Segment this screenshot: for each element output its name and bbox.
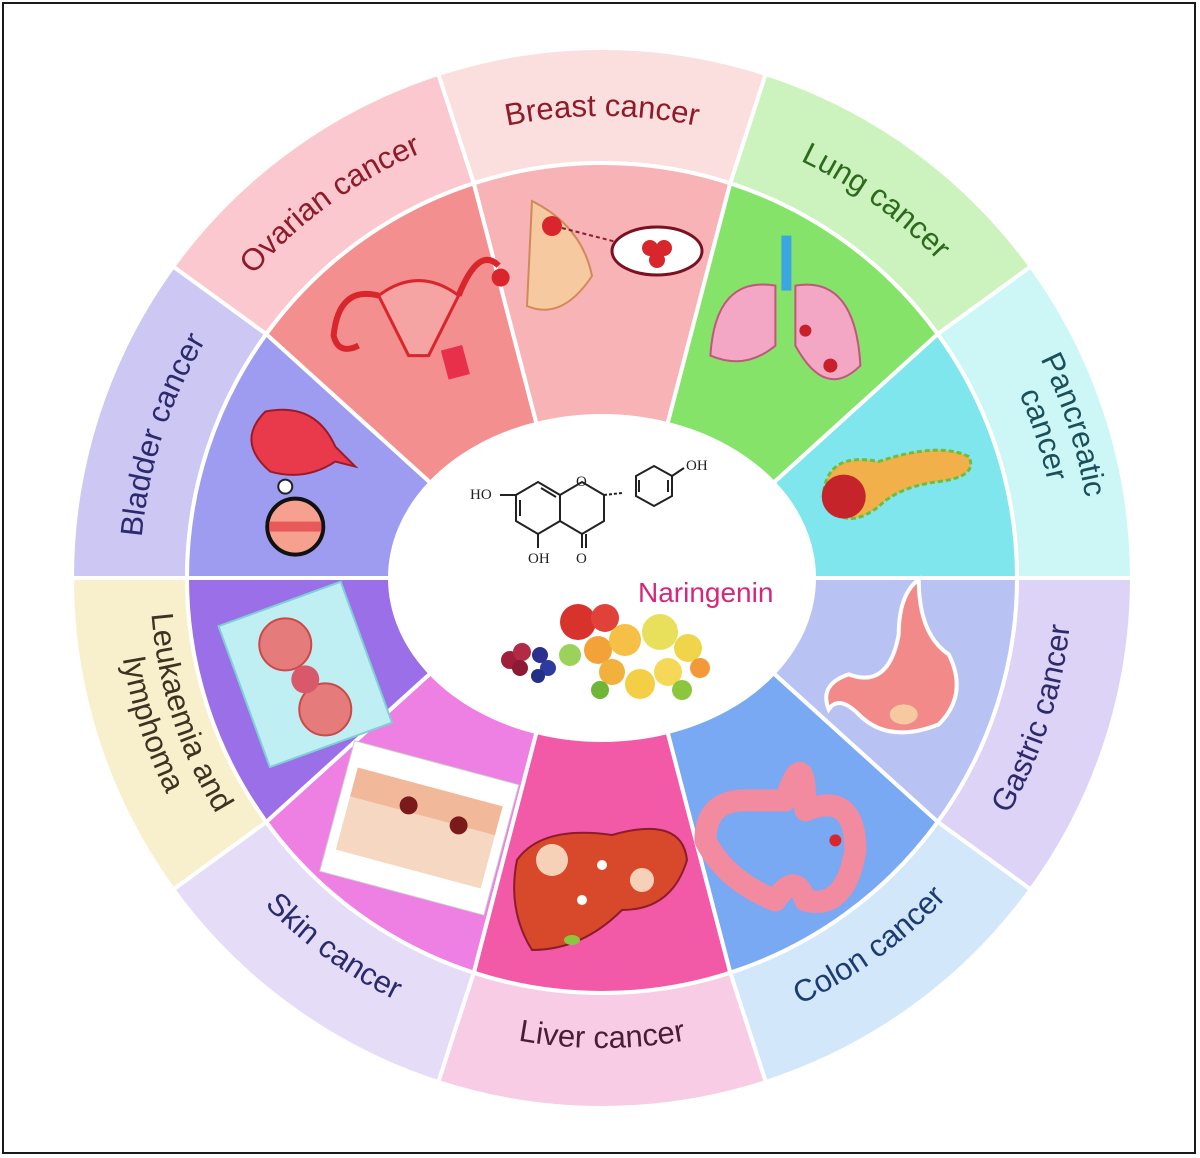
pancreas-icon <box>821 448 973 521</box>
fruits-and-vegetables-icon <box>501 604 710 700</box>
colon-icon <box>694 761 867 913</box>
b-ring <box>635 464 673 508</box>
lungs-icon <box>709 235 862 381</box>
naringenin-structure <box>500 464 685 548</box>
atom-ho-left: HO <box>470 487 492 503</box>
breast-tumor-icon <box>525 199 704 311</box>
skin-layers-icon <box>319 740 520 916</box>
atom-oh-right: OH <box>686 458 708 474</box>
atom-carbonyl-o: O <box>576 551 587 567</box>
blood-cells-icon <box>217 580 394 769</box>
atom-ring-o: O <box>576 474 587 490</box>
compound-name: Naringenin <box>638 577 773 608</box>
stomach-icon <box>824 575 959 735</box>
segment-icons <box>217 199 973 952</box>
atom-oh-bottom: OH <box>528 551 550 567</box>
c-ring <box>559 480 605 536</box>
bladder-icon <box>250 408 359 557</box>
uterus-ovary-icon <box>330 257 510 380</box>
center-disc <box>390 416 814 740</box>
liver-icon <box>513 827 689 952</box>
